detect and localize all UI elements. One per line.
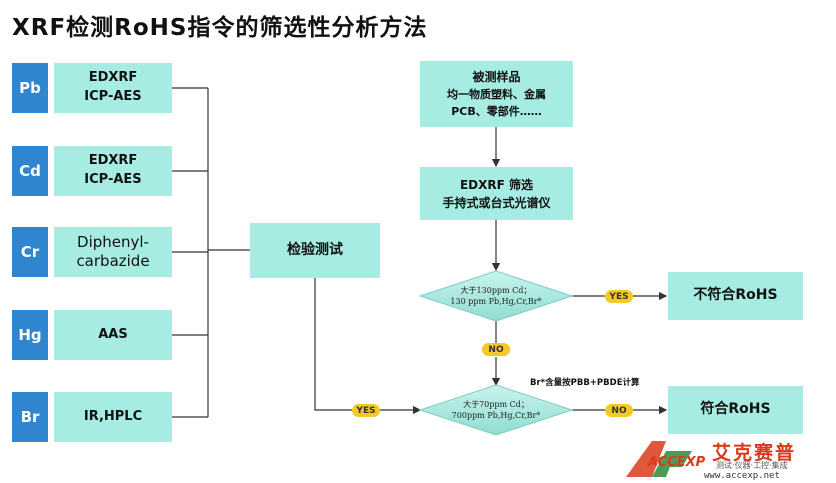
method-line: EDXRF: [88, 153, 138, 169]
logo-url: www.accexp.net: [704, 471, 780, 481]
method-line: Diphenyl-: [77, 232, 149, 251]
method-box-hg: AAS: [54, 310, 172, 360]
test-box: 检验测试: [250, 223, 380, 278]
method-line: EDXRF: [88, 70, 138, 86]
screening-box: EDXRF 筛选 手持式或台式光谱仪: [420, 167, 573, 220]
sample-box-title: 被测样品: [472, 69, 521, 84]
decision-1-line: 130 ppm Pb,Hg,Cr,Br*: [450, 296, 542, 306]
sample-box-line: 均一物质塑料、金属: [447, 88, 546, 102]
decision-1-line: 大于130ppm Cd；: [460, 286, 532, 295]
decision-2-line: 700ppm Pb,Hg,Cr,Br*: [451, 410, 541, 420]
logo-brand-en: ACCEXP: [648, 455, 706, 470]
decision-2-text: 大于70ppm Cd； 700ppm Pb,Hg,Cr,Br*: [430, 400, 562, 422]
result-pass-label: 符合RoHS: [700, 401, 771, 418]
yes-label-1: YES: [605, 290, 633, 303]
logo-brand-cn: 艾克赛普: [712, 442, 797, 464]
logo-tagline: 测试·仪器·工控·集成: [716, 461, 788, 470]
sample-box: 被测样品 均一物质塑料、金属 PCB、零部件……: [420, 61, 573, 127]
no-label-1: NO: [482, 343, 510, 356]
method-box-pb: EDXRF ICP-AES: [54, 63, 172, 113]
element-hg: Hg: [12, 310, 48, 360]
method-line: carbazide: [76, 252, 150, 270]
method-line: IR,HPLC: [83, 408, 143, 424]
result-fail-label: 不符合RoHS: [693, 287, 778, 304]
method-line: ICP-AES: [84, 172, 142, 187]
decision-diamond-2: [418, 384, 574, 436]
screening-box-title: EDXRF 筛选: [459, 177, 534, 192]
yes-label-2: YES: [352, 404, 380, 417]
screening-box-line: 手持式或台式光谱仪: [442, 195, 551, 210]
method-line: AAS: [98, 326, 128, 342]
element-br: Br: [12, 392, 48, 442]
decision-diamond-1: [418, 270, 574, 322]
element-cr: Cr: [12, 227, 48, 277]
test-box-label: 检验测试: [287, 241, 343, 258]
no-label-2: NO: [605, 404, 633, 417]
result-pass-box: 符合RoHS: [668, 386, 803, 434]
method-line: ICP-AES: [84, 89, 142, 104]
accexp-logo-mark: [626, 441, 692, 477]
br-calculation-note: Br*含量按PBB+PBDE计算: [530, 378, 640, 388]
method-box-cd: EDXRF ICP-AES: [54, 146, 172, 196]
decision-2-line: 大于70ppm Cd；: [463, 400, 529, 409]
element-pb: Pb: [12, 63, 48, 113]
method-box-cr: Diphenyl- carbazide: [54, 227, 172, 277]
decision-1-text: 大于130ppm Cd； 130 ppm Pb,Hg,Cr,Br*: [430, 286, 562, 308]
result-fail-box: 不符合RoHS: [668, 272, 803, 320]
page-title: XRF检测RoHS指令的筛选性分析方法: [12, 15, 428, 41]
sample-box-line: PCB、零部件……: [451, 105, 542, 119]
method-box-br: IR,HPLC: [54, 392, 172, 442]
element-cd: Cd: [12, 146, 48, 196]
